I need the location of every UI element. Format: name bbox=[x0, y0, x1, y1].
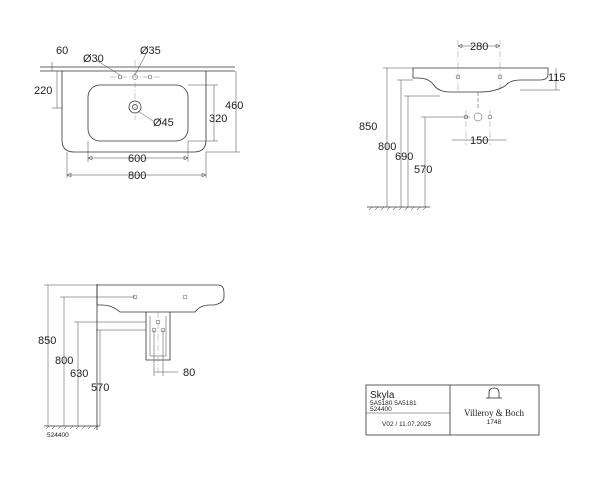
dim-570: 570 bbox=[91, 382, 109, 394]
dim-800: 800 bbox=[55, 355, 73, 367]
brand-year: 1748 bbox=[487, 419, 502, 426]
brand-name: Villeroy & Boch bbox=[464, 408, 524, 418]
dim-690: 690 bbox=[395, 151, 413, 163]
dim-850: 850 bbox=[359, 121, 377, 133]
dim-dia-30: Ø30 bbox=[83, 53, 104, 65]
dim-220: 220 bbox=[34, 85, 52, 97]
dim-320: 320 bbox=[209, 113, 227, 125]
product-codes: 5A5180 5A5181 bbox=[370, 400, 417, 407]
drawing-ref: 524400 bbox=[47, 432, 69, 439]
dim-850: 850 bbox=[38, 335, 56, 347]
dim-800: 800 bbox=[128, 170, 146, 182]
dim-280: 280 bbox=[470, 41, 488, 53]
side-view: 280 115 850 800 690 150 570 bbox=[359, 40, 566, 211]
brand-logo: Villeroy & Boch 1748 bbox=[464, 387, 524, 426]
top-view: 60 Ø30 Ø35 220 460 320 Ø45 600 800 bbox=[34, 45, 243, 182]
dim-600: 600 bbox=[128, 153, 146, 165]
dim-460: 460 bbox=[225, 100, 243, 112]
product-code-2: 524400 bbox=[370, 406, 392, 413]
dim-80: 80 bbox=[183, 367, 195, 379]
dim-dia-35: Ø35 bbox=[140, 45, 161, 57]
dim-570: 570 bbox=[414, 164, 432, 176]
title-block: Skyla 5A5180 5A5181 524400 V02 / 11.07.2… bbox=[365, 384, 540, 436]
dim-800: 800 bbox=[378, 141, 396, 153]
version-date: V02 / 11.07.2025 bbox=[382, 421, 431, 428]
front-view: 850 800 630 570 80 524400 bbox=[38, 284, 225, 439]
dim-115: 115 bbox=[548, 72, 566, 84]
product-name: Skyla bbox=[370, 390, 395, 401]
dim-630: 630 bbox=[70, 368, 88, 380]
dim-150: 150 bbox=[470, 135, 488, 147]
dim-60: 60 bbox=[56, 45, 68, 57]
dim-dia-45: Ø45 bbox=[153, 117, 174, 129]
